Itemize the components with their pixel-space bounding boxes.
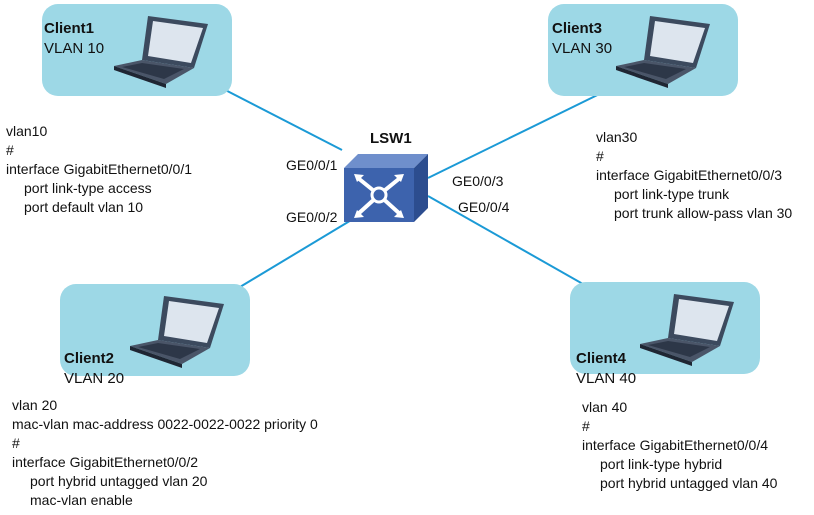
config-line: # (12, 435, 20, 451)
config-line: vlan 20 (12, 397, 58, 413)
client1-box (42, 4, 232, 96)
client2-box (60, 284, 250, 376)
config-client2: vlan 20 mac-vlan mac-address 0022-0022-0… (12, 396, 318, 510)
config-line: # (582, 418, 590, 434)
port-label-ge3: GE0/0/3 (452, 173, 504, 189)
laptop-icon (130, 296, 224, 368)
client3-box (548, 4, 738, 96)
config-line: port hybrid untagged vlan 40 (600, 475, 778, 491)
laptop-icon (114, 16, 208, 88)
config-line: vlan30 (596, 129, 638, 145)
client4-name: Client4 (576, 350, 627, 367)
port-label-ge4: GE0/0/4 (458, 199, 510, 215)
link-client2 (224, 215, 359, 297)
port-label-ge2: GE0/0/2 (286, 209, 338, 225)
config-line: interface GigabitEthernet0/0/1 (6, 161, 193, 177)
config-line: vlan10 (6, 123, 48, 139)
config-line: interface GigabitEthernet0/0/4 (582, 437, 769, 453)
client4-box (570, 282, 760, 374)
laptop-icon (640, 294, 734, 366)
switch-name: LSW1 (370, 130, 412, 147)
config-line: port trunk allow-pass vlan 30 (614, 205, 793, 221)
client3-vlan: VLAN 30 (552, 40, 613, 57)
config-line: mac-vlan enable (30, 492, 133, 508)
client1-vlan: VLAN 10 (44, 40, 105, 57)
config-client1: vlan10 # interface GigabitEthernet0/0/1 … (6, 122, 192, 217)
client1-name: Client1 (44, 20, 95, 37)
config-line: mac-vlan mac-address 0022-0022-0022 prio… (12, 416, 318, 432)
config-line: # (6, 142, 14, 158)
port-label-ge1: GE0/0/1 (286, 157, 338, 173)
client2-name: Client2 (64, 350, 115, 367)
config-client3: vlan30 # interface GigabitEthernet0/0/3 … (596, 128, 792, 223)
config-line: port link-type hybrid (600, 456, 723, 472)
config-line: # (596, 148, 604, 164)
config-line: interface GigabitEthernet0/0/2 (12, 454, 199, 470)
link-client3 (427, 79, 629, 179)
config-line: vlan 40 (582, 399, 628, 415)
client4-vlan: VLAN 40 (576, 370, 637, 387)
config-line: port link-type access (24, 180, 152, 196)
layer3-switch-icon (344, 154, 428, 222)
config-line: port hybrid untagged vlan 20 (30, 473, 208, 489)
laptop-icon (616, 16, 710, 88)
config-line: port default vlan 10 (24, 199, 144, 215)
client2-vlan: VLAN 20 (64, 370, 125, 387)
config-client4: vlan 40 # interface GigabitEthernet0/0/4… (582, 398, 777, 493)
config-line: interface GigabitEthernet0/0/3 (596, 167, 783, 183)
client3-name: Client3 (552, 20, 603, 37)
config-line: port link-type trunk (614, 186, 730, 202)
